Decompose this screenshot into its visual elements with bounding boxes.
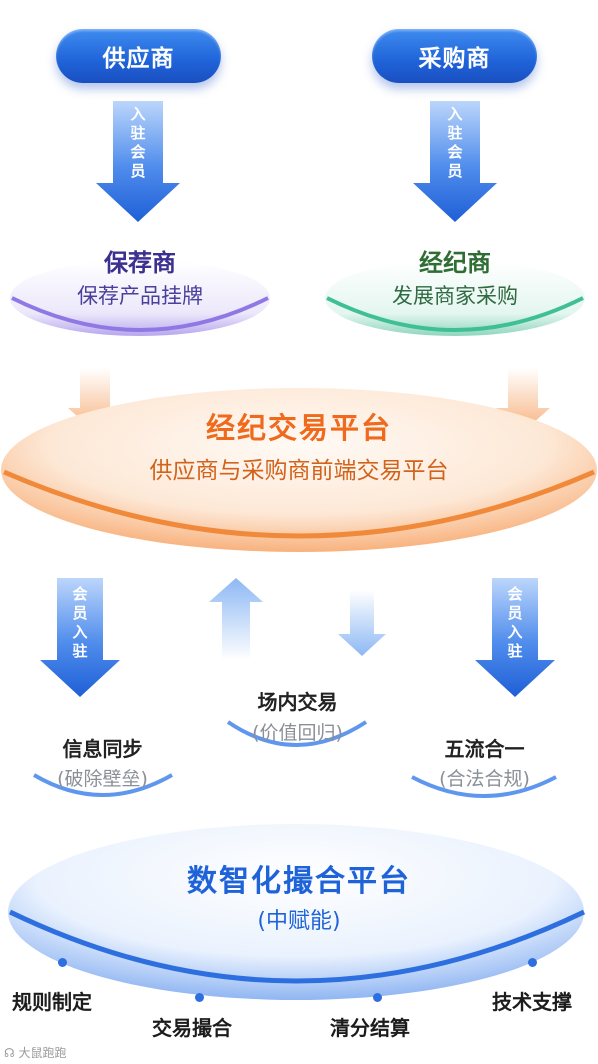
label-settlement: 清分结算 <box>330 1016 410 1040</box>
arrow-text-supplier: 入驻会员 <box>130 105 146 180</box>
sponsor-title: 保荐商 <box>104 249 176 277</box>
node-center-title: 场内交易 <box>257 690 338 714</box>
dot-tech <box>528 958 537 967</box>
arrow-text-buyer: 入驻会员 <box>447 105 463 180</box>
label-matching: 交易撮合 <box>152 1016 232 1040</box>
arrow-text-right-lower: 会员入驻 <box>507 585 523 660</box>
disc-sponsor <box>10 260 270 336</box>
buyer-label: 采购商 <box>418 46 491 72</box>
platform-subtitle: 供应商与采购商前端交易平台 <box>149 458 449 484</box>
watermark-icon: ☊ <box>4 1046 19 1060</box>
disc-base <box>8 824 584 1000</box>
disc-broker <box>325 260 585 336</box>
arrow-text-left-lower: 会员入驻 <box>72 585 88 660</box>
arrow-lower-left <box>40 578 120 697</box>
watermark: ☊ 大鼠跑跑 <box>4 1044 67 1061</box>
label-rules: 规则制定 <box>12 990 92 1014</box>
arrow-lower-right <box>475 578 555 697</box>
base-title: 数智化撮合平台 <box>187 864 411 899</box>
label-tech: 技术支撑 <box>492 990 572 1014</box>
sponsor-subtitle: 保荐产品挂牌 <box>77 284 203 308</box>
dot-rules <box>58 958 67 967</box>
node-left-title: 信息同步 <box>62 737 143 761</box>
buyer-pill: 采购商 <box>372 29 537 83</box>
base-subtitle: (中赋能) <box>257 909 341 934</box>
dot-settlement <box>373 993 382 1002</box>
arrow-up-light <box>209 578 263 660</box>
broker-title: 经纪商 <box>419 249 491 277</box>
dot-matching <box>195 993 204 1002</box>
node-right-title: 五流合一 <box>444 737 525 761</box>
watermark-text: 大鼠跑跑 <box>18 1046 67 1060</box>
arrow-supplier-down <box>96 101 180 222</box>
arrow-buyer-down <box>413 101 497 222</box>
broker-subtitle: 发展商家采购 <box>392 284 518 308</box>
platform-title: 经纪交易平台 <box>205 411 392 445</box>
node-right-subtitle: (合法合规) <box>439 768 530 790</box>
disc-platform <box>1 388 597 552</box>
node-left-subtitle: (破除壁垒) <box>57 768 148 790</box>
arrow-down-light <box>338 590 386 656</box>
supplier-label: 供应商 <box>102 46 175 72</box>
node-center-subtitle: (价值回归) <box>252 722 343 744</box>
supplier-pill: 供应商 <box>56 29 221 83</box>
